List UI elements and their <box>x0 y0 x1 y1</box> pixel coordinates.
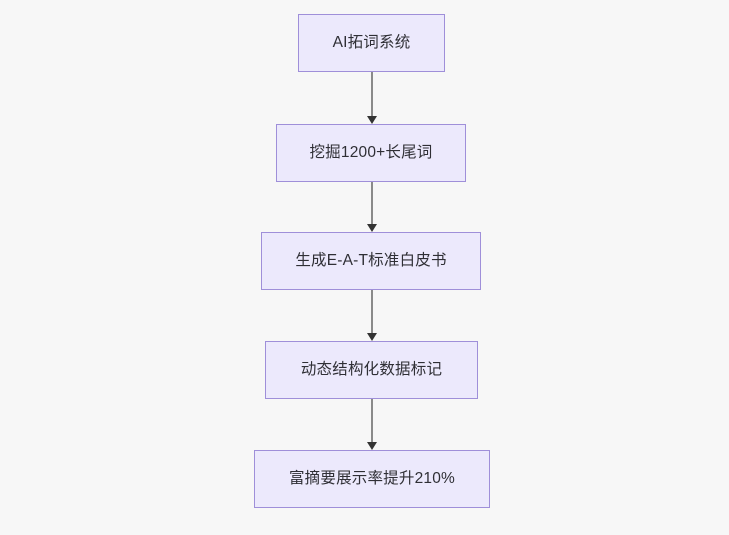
flow-node-n2[interactable]: 挖掘1200+长尾词 <box>276 124 466 182</box>
arrowhead-down-icon <box>366 333 377 341</box>
arrowhead-down-icon <box>366 224 377 232</box>
flow-edge-n4-to-n5 <box>366 399 377 450</box>
flow-node-label: 富摘要展示率提升210% <box>288 469 456 487</box>
flow-node-n5[interactable]: 富摘要展示率提升210% <box>254 450 490 508</box>
edge-line <box>371 290 373 334</box>
flow-node-n1[interactable]: AI拓词系统 <box>298 14 445 72</box>
flow-edge-n1-to-n2 <box>366 72 377 124</box>
edge-line <box>371 182 373 225</box>
flow-node-label: 生成E-A-T标准白皮书 <box>295 251 447 269</box>
flow-node-label: 挖掘1200+长尾词 <box>309 143 433 161</box>
edge-line <box>371 399 373 443</box>
flow-node-n4[interactable]: 动态结构化数据标记 <box>265 341 478 399</box>
flow-node-n3[interactable]: 生成E-A-T标准白皮书 <box>261 232 481 290</box>
arrowhead-down-icon <box>366 116 377 124</box>
flow-edge-n3-to-n4 <box>366 290 377 341</box>
edge-line <box>371 72 373 117</box>
flow-edge-n2-to-n3 <box>366 182 377 232</box>
flow-node-label: AI拓词系统 <box>332 33 411 51</box>
arrowhead-down-icon <box>366 442 377 450</box>
flow-node-label: 动态结构化数据标记 <box>300 360 443 378</box>
